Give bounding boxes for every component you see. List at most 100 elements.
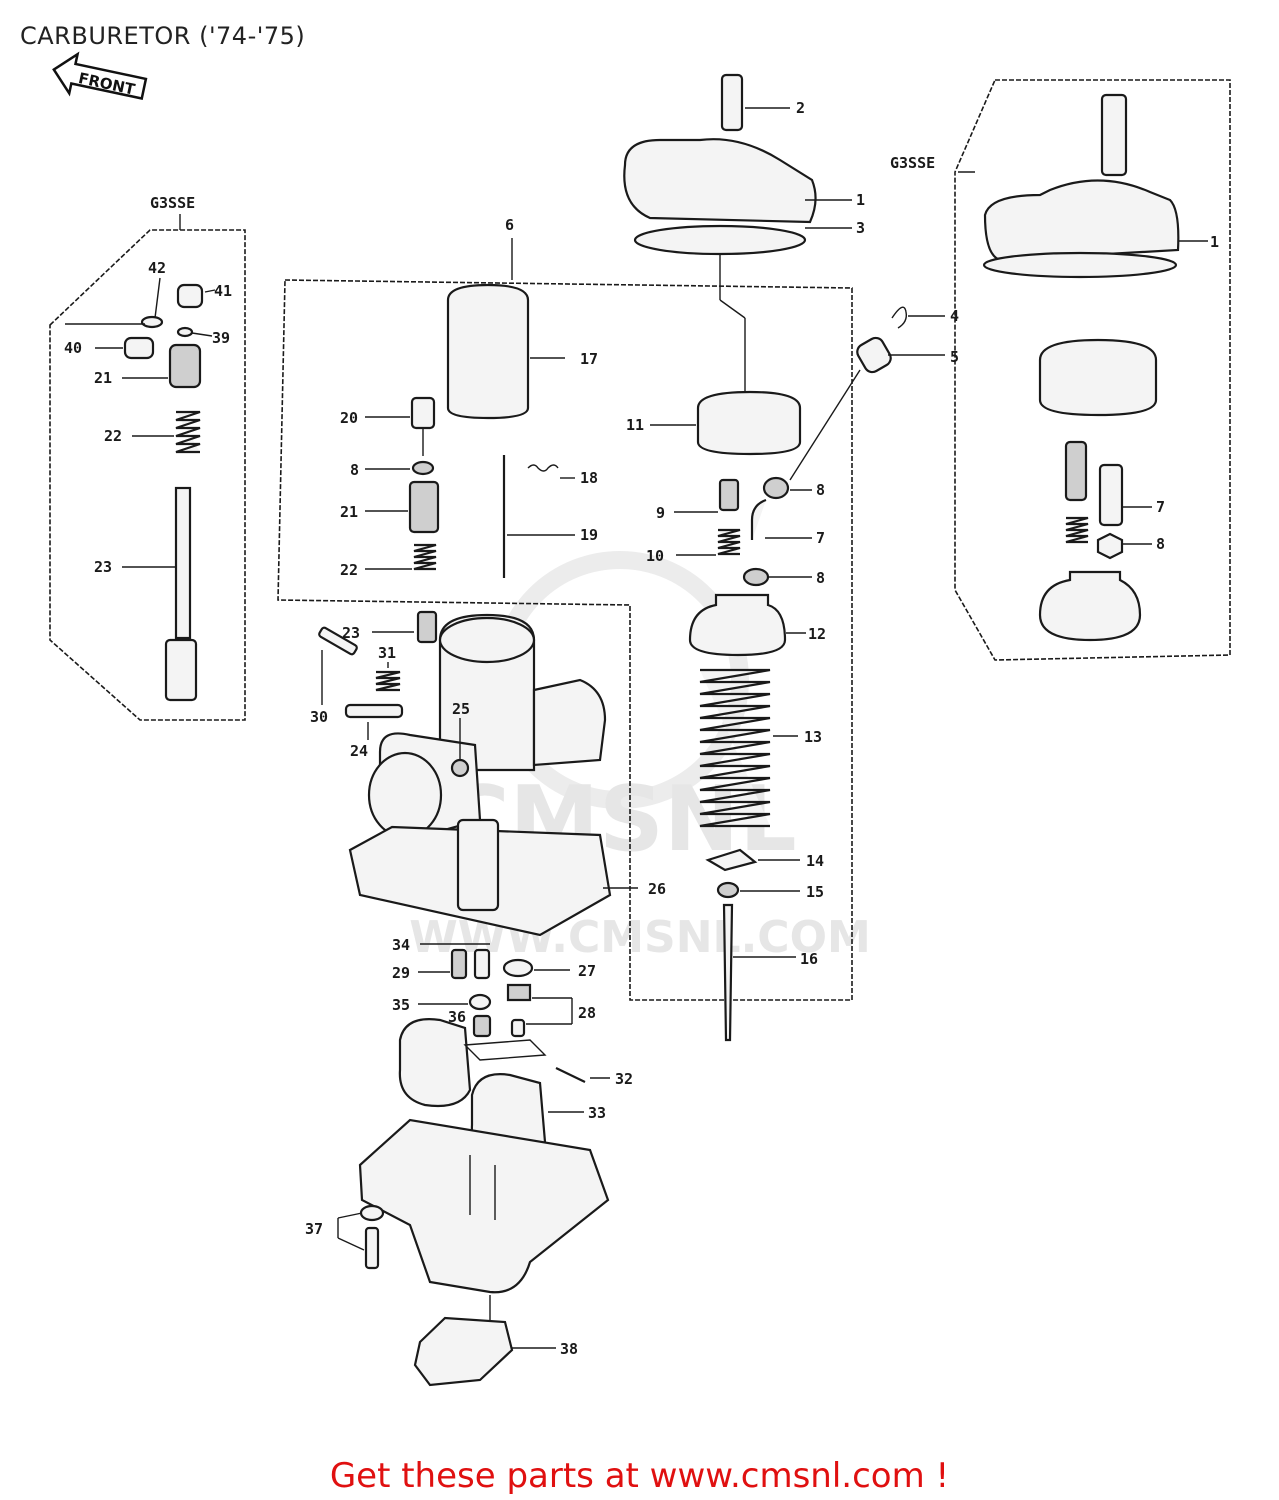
part-27-washer — [502, 958, 534, 978]
label-12: 12 — [808, 625, 826, 643]
label-41: 41 — [214, 282, 232, 300]
label-42: 42 — [148, 259, 166, 277]
part-32-float-pin — [555, 1067, 586, 1083]
exploded-parts-diagram: CMSNL WWW.CMSNL.COM FRONT G3SSE 42 41 39… — [49, 51, 1231, 1387]
label-3: 3 — [856, 219, 865, 237]
parts-link-banner[interactable]: Get these parts at www.cmsnl.com ! — [329, 1456, 950, 1496]
part-30-screw — [318, 626, 358, 656]
part-28-float-valve — [510, 1018, 526, 1038]
label-37: 37 — [305, 1220, 323, 1238]
label-18: 18 — [580, 469, 598, 487]
part-4-clip — [891, 306, 908, 329]
part-13-return-spring — [699, 668, 771, 828]
label-17: 17 — [580, 350, 598, 368]
carburetor-body: 25 — [348, 613, 612, 937]
part-2-stem — [720, 73, 744, 132]
part-22-spring — [175, 410, 201, 454]
part-23-needle — [174, 486, 192, 640]
label-35: 35 — [392, 996, 410, 1014]
label-23: 23 — [342, 624, 360, 642]
label-24: 24 — [350, 742, 368, 760]
part-29-pilot-jet — [450, 948, 468, 980]
part-17-throttle-slide — [446, 283, 530, 420]
label-21: 21 — [340, 503, 358, 521]
label-8-left: 8 — [350, 461, 359, 479]
label-5: 5 — [950, 348, 959, 366]
label-4: 4 — [950, 307, 959, 325]
label-21-left: 21 — [94, 369, 112, 387]
part-42-washer — [140, 315, 164, 329]
label-28: 28 — [578, 1004, 596, 1022]
float-bowl — [358, 1118, 610, 1294]
part-10-spring — [717, 528, 741, 556]
label-31: 31 — [378, 644, 396, 662]
right-variant-label: G3SSE — [890, 154, 935, 172]
label-20: 20 — [340, 409, 358, 427]
label-9: 9 — [656, 504, 665, 522]
label-11: 11 — [626, 416, 644, 434]
part-24-stop-screw — [344, 703, 404, 719]
label-34: 34 — [392, 936, 410, 954]
part-35-washer — [468, 993, 492, 1011]
label-23-left: 23 — [94, 558, 112, 576]
right-label-1: 1 — [1210, 233, 1219, 251]
part-11-top-nut — [696, 390, 802, 456]
right-part-9 — [1064, 440, 1088, 502]
part-40-nut — [123, 336, 155, 360]
part-8-washer — [411, 460, 435, 476]
label-40: 40 — [64, 339, 82, 357]
part-8-nut-lower — [742, 567, 770, 587]
part-3-gasket — [633, 224, 807, 256]
part-23-needle-base — [164, 638, 198, 702]
part-31-spring — [375, 670, 401, 692]
right-label-8: 8 — [1156, 535, 1165, 553]
right-part-10-spring — [1065, 516, 1089, 544]
part-37-screw — [364, 1226, 380, 1270]
label-33: 33 — [588, 1104, 606, 1122]
label-36: 36 — [448, 1008, 466, 1026]
label-22: 22 — [340, 561, 358, 579]
part-21-plug — [168, 343, 202, 389]
right-part-8-nut — [1096, 532, 1124, 560]
part-37-washer — [359, 1204, 385, 1222]
part-7-tube — [750, 498, 767, 540]
label-8-b: 8 — [816, 569, 825, 587]
part-8-nut-upper — [762, 476, 790, 500]
label-6: 6 — [505, 216, 514, 234]
part-main-jet — [473, 948, 491, 980]
label-27: 27 — [578, 962, 596, 980]
part-22-spring — [413, 543, 437, 571]
label-14: 14 — [806, 852, 824, 870]
part-5-adjuster — [856, 336, 892, 374]
right-label-7: 7 — [1156, 498, 1165, 516]
label-38: 38 — [560, 1340, 578, 1358]
main-assembly-group: 6 17 11 18 19 20 8 21 22 — [277, 216, 853, 1294]
right-part-2-stem — [1100, 93, 1128, 177]
page-title: CARBURETOR ('74-'75) — [20, 22, 306, 50]
part-23-needle-jet — [416, 610, 438, 644]
label-39: 39 — [212, 329, 230, 347]
part-36 — [472, 1014, 492, 1038]
right-part-3-gasket — [982, 251, 1178, 279]
part-18-clip — [527, 464, 559, 472]
label-2: 2 — [796, 99, 805, 117]
top-cap-group: 2 1 3 4 5 — [623, 73, 959, 481]
label-8-a: 8 — [816, 481, 825, 499]
label-30: 30 — [310, 708, 328, 726]
label-10: 10 — [646, 547, 664, 565]
right-part-12-cover — [1038, 570, 1142, 642]
label-16: 16 — [800, 950, 818, 968]
right-part-7 — [1098, 463, 1124, 527]
part-41-cap — [176, 283, 204, 309]
label-32: 32 — [615, 1070, 633, 1088]
left-variant-label: G3SSE — [150, 194, 195, 212]
label-19: 19 — [580, 526, 598, 544]
part-12-mixing-chamber-top — [688, 593, 787, 657]
label-15: 15 — [806, 883, 824, 901]
label-25: 25 — [452, 700, 470, 718]
label-29: 29 — [392, 964, 410, 982]
part-9 — [718, 478, 740, 512]
part-38-group: 38 — [413, 1295, 578, 1387]
front-arrow-badge: FRONT — [52, 51, 148, 100]
part-1-top-cap — [623, 138, 817, 224]
